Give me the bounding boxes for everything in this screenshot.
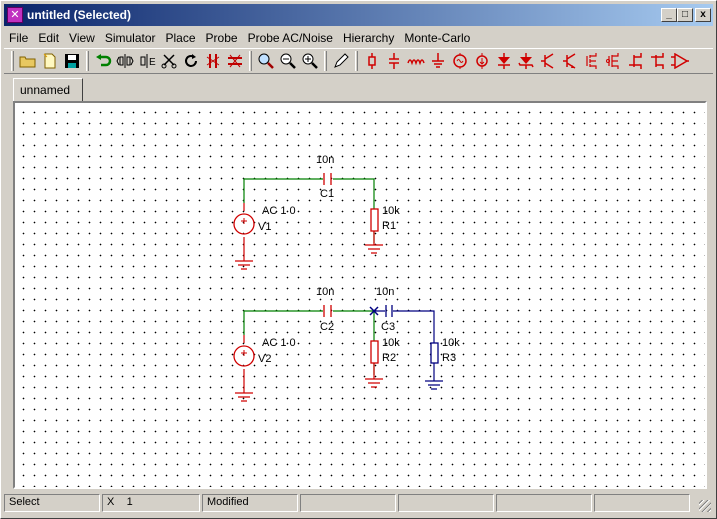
pfet-icon[interactable] (647, 50, 669, 72)
circuit-1 (233, 173, 383, 270)
menu-place[interactable]: Place (165, 30, 196, 45)
v1-value[interactable]: AC 1 0 (262, 205, 296, 217)
capacitor-icon[interactable] (383, 50, 405, 72)
window-title: untitled (Selected) (27, 8, 132, 22)
zener-icon[interactable] (515, 50, 537, 72)
r3-name[interactable]: R3 (442, 352, 456, 364)
circuit-2 (233, 305, 443, 402)
delete-wire-icon[interactable] (224, 50, 246, 72)
nfet-icon[interactable] (625, 50, 647, 72)
status-mode: Select (4, 494, 100, 512)
status-state: Modified (202, 494, 298, 512)
v2-name[interactable]: V2 (258, 353, 271, 365)
c2-value[interactable]: 10n (316, 286, 334, 298)
minimize-button[interactable]: _ (661, 8, 677, 22)
close-button[interactable]: x (695, 8, 711, 22)
status-panel-7 (594, 494, 690, 512)
open-folder-icon[interactable] (17, 50, 39, 72)
resistor-icon[interactable] (361, 50, 383, 72)
r2-name[interactable]: R2 (382, 352, 396, 364)
menu-edit[interactable]: Edit (38, 30, 60, 45)
r3-value[interactable]: 10k (442, 337, 460, 349)
status-coordinate: X 1 (102, 494, 200, 512)
schematic-drawing[interactable]: 10n C1 AC 1 0 V1 10k R1 (15, 103, 705, 487)
r2-value[interactable]: 10k (382, 337, 400, 349)
v1-name[interactable]: V1 (258, 221, 271, 233)
ac-source-icon[interactable] (449, 50, 471, 72)
c1-name[interactable]: C1 (320, 188, 334, 200)
svg-text:E: E (149, 57, 156, 68)
r1-value[interactable]: 10k (382, 205, 400, 217)
maximize-button[interactable]: □ (677, 8, 693, 22)
pnp-transistor-icon[interactable] (559, 50, 581, 72)
menu-probe-ac-noise[interactable]: Probe AC/Noise (247, 30, 333, 45)
title-bar: ✕ untitled (Selected) _ □ x (4, 4, 713, 26)
menu-file[interactable]: File (9, 30, 29, 45)
app-icon: ✕ (7, 7, 23, 23)
pencil-wire-icon[interactable] (330, 50, 352, 72)
save-disk-icon[interactable] (61, 50, 83, 72)
status-panel-4 (300, 494, 396, 512)
zoom-in-icon[interactable] (299, 50, 321, 72)
menu-probe[interactable]: Probe (205, 30, 238, 45)
document-tabs: unnamed (11, 77, 711, 102)
c3-value[interactable]: 10n (376, 286, 394, 298)
cut-scissors-icon[interactable] (158, 50, 180, 72)
diode-icon[interactable] (493, 50, 515, 72)
status-panel-5 (398, 494, 494, 512)
delete-part-icon[interactable] (202, 50, 224, 72)
c1-value[interactable]: 10n (316, 154, 334, 166)
toolbar-separator (86, 51, 89, 71)
status-panel-6 (496, 494, 592, 512)
mirror-v-icon[interactable]: E (136, 50, 158, 72)
current-source-icon[interactable] (471, 50, 493, 72)
status-x-label: X (107, 496, 115, 508)
menu-view[interactable]: View (69, 30, 95, 45)
mirror-h-icon[interactable] (114, 50, 136, 72)
c2-name[interactable]: C2 (320, 321, 334, 333)
menu-simulator[interactable]: Simulator (104, 30, 156, 45)
undo-icon[interactable] (92, 50, 114, 72)
inductor-icon[interactable] (405, 50, 427, 72)
zoom-fit-icon[interactable] (255, 50, 277, 72)
opamp-icon[interactable] (669, 50, 691, 72)
pmos-icon[interactable] (603, 50, 625, 72)
toolbar-separator-3 (324, 51, 327, 71)
menu-bar: File Edit View Simulator Place Probe Pro… (4, 28, 713, 47)
menu-hierarchy[interactable]: Hierarchy (342, 30, 395, 45)
r1-name[interactable]: R1 (382, 220, 396, 232)
schematic-frame: 10n C1 AC 1 0 V1 10k R1 (13, 101, 707, 489)
c3-name[interactable]: C3 (381, 321, 395, 333)
ground-icon[interactable] (427, 50, 449, 72)
rotate-icon[interactable] (180, 50, 202, 72)
menu-monte-carlo[interactable]: Monte-Carlo (404, 30, 471, 45)
new-file-icon[interactable] (39, 50, 61, 72)
resize-grip[interactable] (699, 500, 711, 512)
status-bar: Select X 1 Modified (4, 494, 713, 514)
schematic-canvas[interactable]: 10n C1 AC 1 0 V1 10k R1 (15, 103, 705, 487)
v2-value[interactable]: AC 1 0 (262, 337, 296, 349)
npn-transistor-icon[interactable] (537, 50, 559, 72)
toolbar-separator-4 (355, 51, 358, 71)
tab-unnamed[interactable]: unnamed (13, 78, 83, 102)
toolbar-separator-2 (249, 51, 252, 71)
toolbar-grip (11, 51, 14, 71)
zoom-out-icon[interactable] (277, 50, 299, 72)
toolbar: E (4, 48, 713, 74)
nmos-icon[interactable] (581, 50, 603, 72)
status-x-value: 1 (126, 496, 133, 508)
